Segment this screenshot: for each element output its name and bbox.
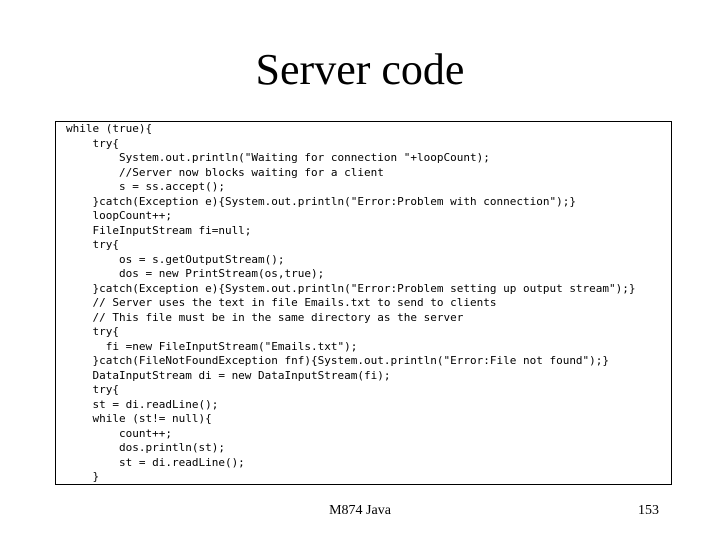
code-line: try{	[66, 136, 119, 150]
code-listing: while (true){ try{ System.out.println("W…	[66, 122, 636, 485]
code-line: }	[66, 470, 100, 483]
code-line: s = ss.accept();	[66, 180, 225, 193]
code-line: st = di.readLine();	[66, 397, 219, 411]
code-line: }catch(FileNotFoundException fnf){System…	[66, 354, 610, 367]
code-line: while (true){	[66, 122, 153, 135]
code-line: }catch(Exception e){System.out.println("…	[66, 281, 636, 295]
code-line: DataInputStream di = new DataInputStream…	[66, 368, 391, 382]
code-line: count++;	[66, 426, 172, 440]
code-line: fi =new FileInputStream("Emails.txt");	[66, 339, 358, 353]
code-line: st = di.readLine();	[66, 455, 245, 469]
code-box	[55, 121, 672, 485]
code-line: // This file must be in the same directo…	[66, 310, 464, 324]
code-line: System.out.println("Waiting for connecti…	[66, 151, 490, 164]
code-line: // Server uses the text in file Emails.t…	[66, 296, 497, 309]
code-line: loopCount++;	[66, 209, 172, 222]
code-line: try{	[66, 238, 119, 251]
slide-title: Server code	[255, 45, 465, 94]
code-line: try{	[66, 325, 119, 338]
code-line: os = s.getOutputStream();	[66, 252, 285, 266]
code-line: }catch(Exception e){System.out.println("…	[66, 194, 576, 208]
code-line: FileInputStream fi=null;	[66, 223, 252, 237]
footer-course-label: M874 Java	[329, 503, 391, 518]
code-line: //Server now blocks waiting for a client	[66, 165, 384, 179]
code-line: dos.println(st);	[66, 441, 225, 454]
code-line: while (st!= null){	[66, 412, 212, 425]
page-number: 153	[638, 503, 659, 518]
code-line: try{	[66, 383, 119, 396]
code-line: dos = new PrintStream(os,true);	[66, 267, 325, 280]
